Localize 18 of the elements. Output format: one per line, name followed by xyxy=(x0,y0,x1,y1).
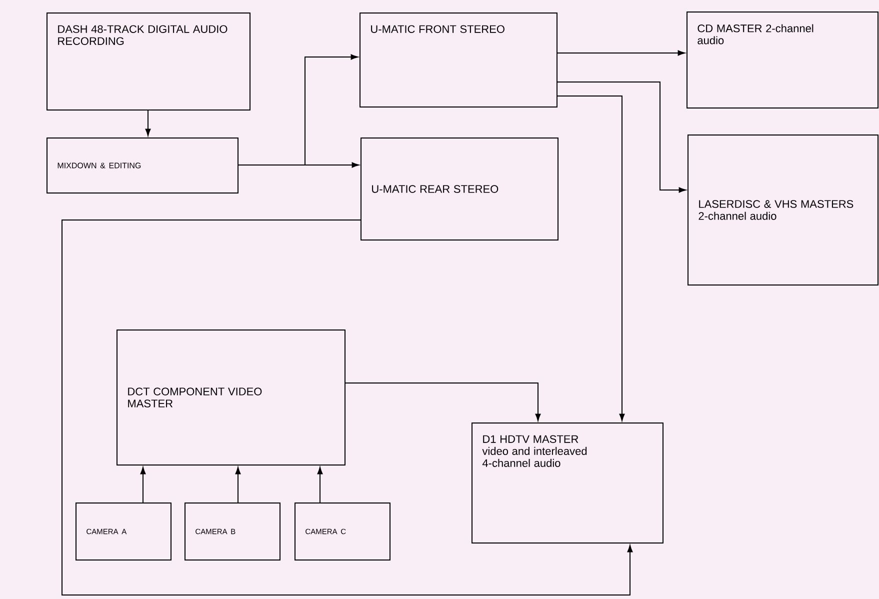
arrow xyxy=(556,96,625,421)
process-box: DASH 48-TRACK DIGITAL AUDIO RECORDING xyxy=(46,12,250,110)
arrow xyxy=(62,220,633,596)
arrow xyxy=(140,467,146,504)
arrow xyxy=(235,467,241,504)
process-box: MIXDOWN & EDITING xyxy=(46,138,238,194)
process-box: D1 HDTV MASTER video and interleaved 4-channel audio xyxy=(472,422,664,544)
arrow xyxy=(238,162,359,168)
arrow xyxy=(344,382,541,421)
arrow xyxy=(556,50,685,56)
process-box: U-MATIC REAR STEREO xyxy=(360,138,558,240)
process-box: LASERDISC & VHS MASTERS 2-channel audio xyxy=(688,134,878,286)
arrow xyxy=(556,82,686,193)
process-box: CD MASTER 2-channel audio xyxy=(686,12,878,108)
arrow xyxy=(317,467,323,504)
process-box: U-MATIC FRONT STEREO xyxy=(360,12,558,108)
arrow xyxy=(145,110,151,136)
process-box: DCT COMPONENT VIDEO MASTER xyxy=(116,330,346,466)
